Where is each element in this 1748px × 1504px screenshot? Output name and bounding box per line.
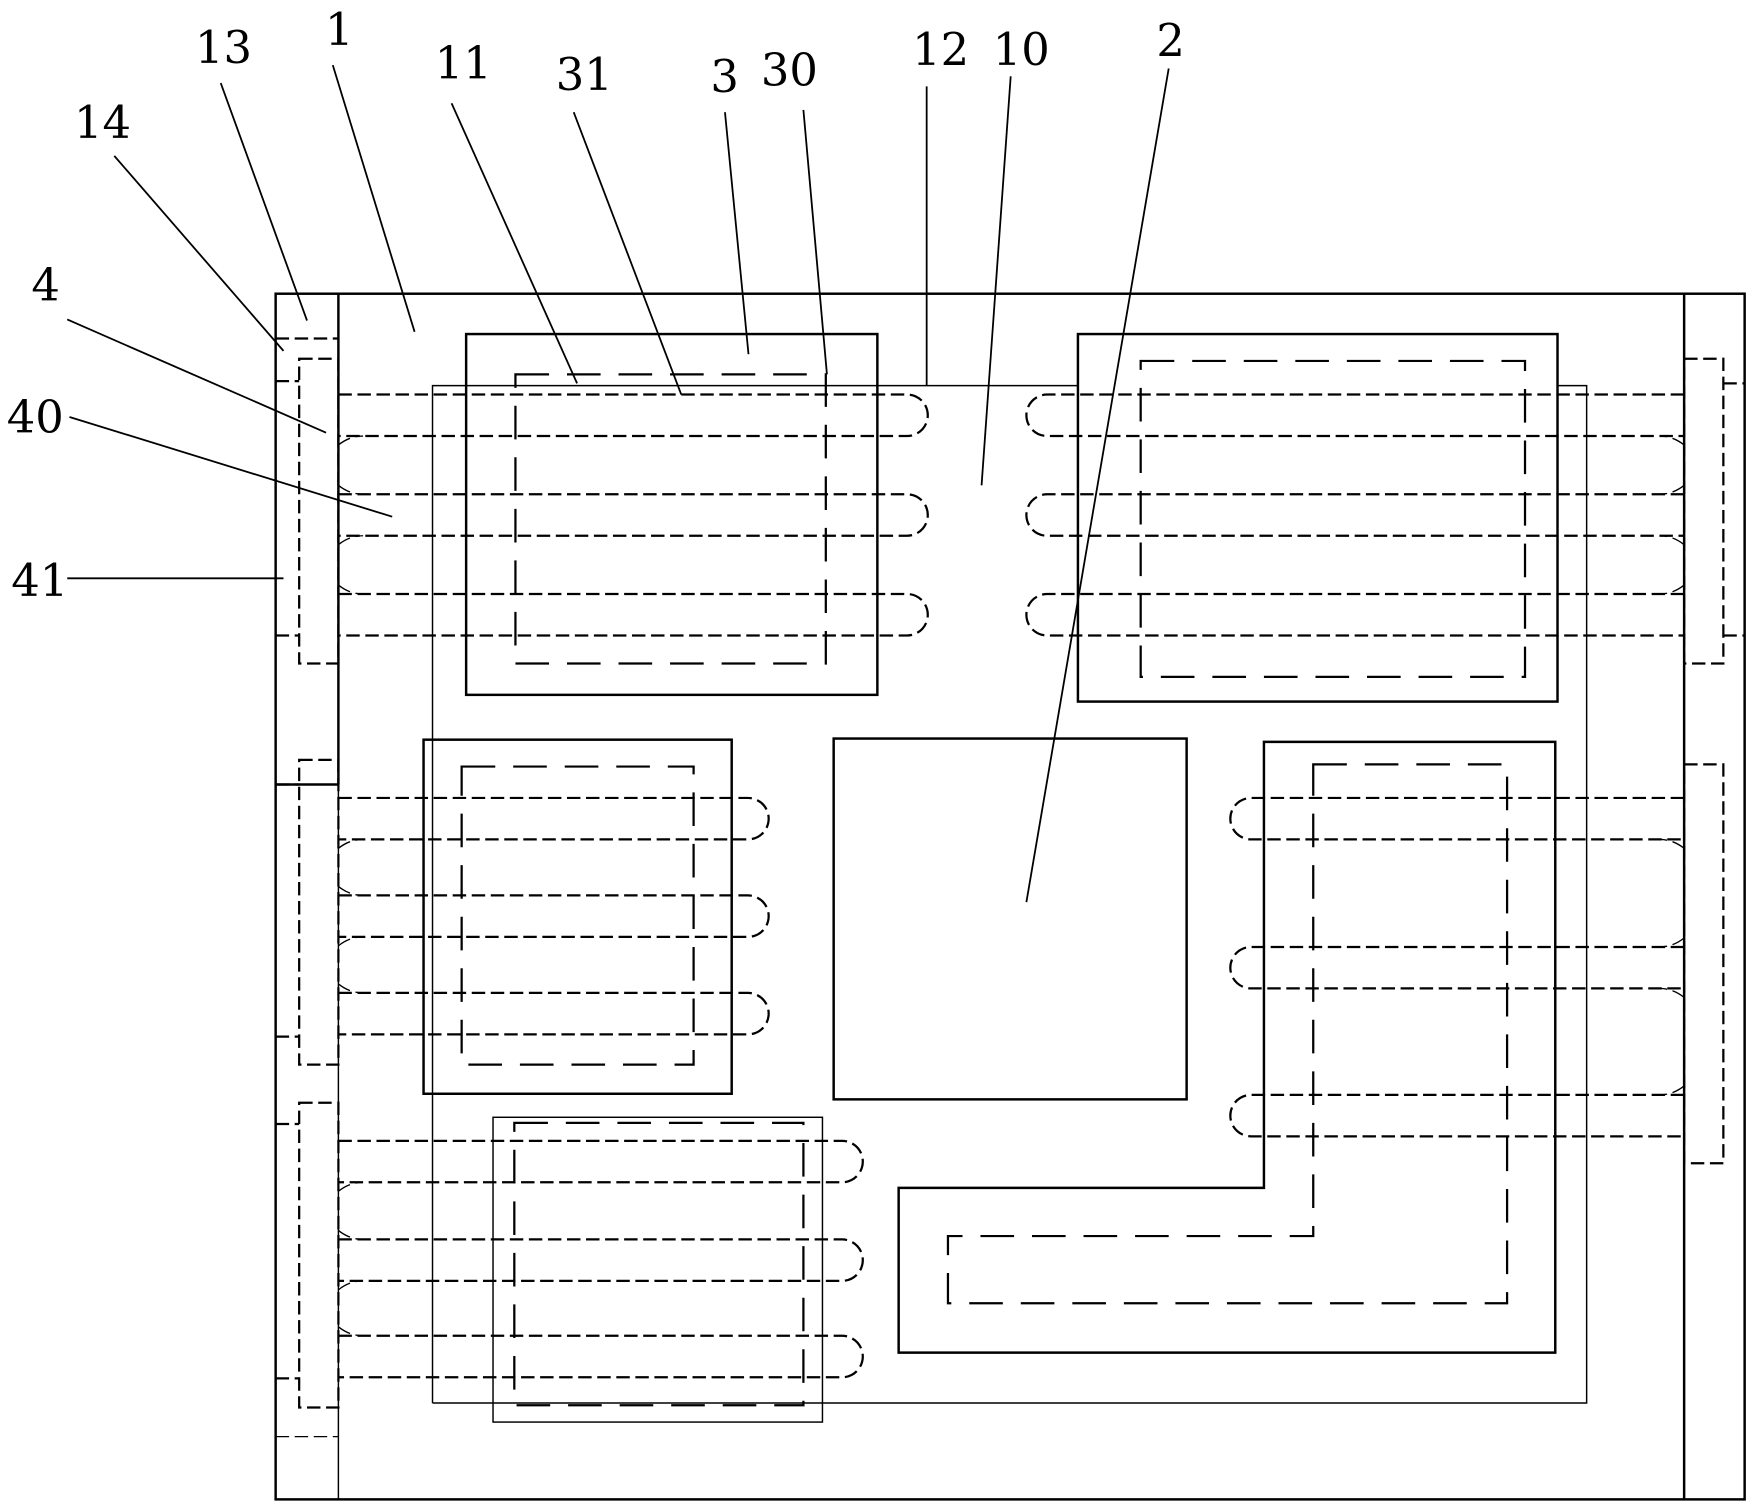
label-12: 12	[912, 23, 969, 76]
chip-top-right	[1076, 332, 1559, 703]
inner-board-right	[432, 384, 1588, 1404]
outer-frame	[274, 292, 1746, 1501]
heat-pipe-flare	[1659, 838, 1685, 948]
connector-right-1	[1683, 357, 1725, 665]
leader-3	[724, 112, 750, 355]
reference-labels: 13 1 14 11 31 3 30 12 10 2 4 40 41	[7, 3, 1185, 607]
heat-pipe-flare	[337, 838, 364, 897]
housing-frame	[274, 292, 1746, 1501]
leader-14	[113, 155, 285, 352]
heat-pipes	[337, 393, 1685, 1379]
heat-pipe-loop	[338, 393, 929, 438]
label-2: 2	[1156, 14, 1185, 67]
leader-11	[450, 102, 578, 384]
label-11: 11	[435, 37, 492, 90]
heat-pipe-loop	[338, 1334, 864, 1379]
heat-pipe-flare	[337, 1181, 364, 1241]
heat-pipe-loop	[338, 894, 770, 939]
heat-pipe-loop	[338, 796, 770, 841]
leader-30	[802, 109, 828, 375]
leader-4	[66, 318, 327, 434]
heatsink-top-left	[514, 373, 827, 665]
connectors	[275, 357, 1745, 1409]
heat-pipe-loop	[1229, 1093, 1685, 1138]
leader-1	[331, 64, 416, 333]
label-4: 4	[31, 258, 60, 311]
chip-top-left	[464, 332, 879, 697]
heat-pipe-loop	[1229, 945, 1685, 990]
heat-pipe-loop	[338, 1139, 864, 1184]
leader-2	[1025, 68, 1170, 903]
heat-pipe-flare	[337, 535, 364, 595]
heat-pipe-loop	[1025, 393, 1685, 438]
label-41: 41	[11, 554, 68, 607]
leader-31	[572, 111, 683, 395]
leader-10	[980, 76, 1012, 486]
components	[422, 332, 1559, 1423]
label-3: 3	[710, 50, 739, 103]
heat-pipe-flare	[337, 435, 364, 495]
heatsink-l-shaped	[946, 763, 1509, 1305]
heat-pipe-loop	[1025, 592, 1685, 637]
connector-right-2	[1683, 763, 1725, 1165]
heatsink-mid-left	[460, 765, 695, 1066]
heat-pipe-loop	[338, 493, 929, 537]
label-31: 31	[556, 48, 613, 101]
label-30: 30	[761, 43, 818, 96]
chip-l-shaped	[897, 740, 1557, 1354]
processor-2	[832, 737, 1188, 1101]
heat-pipe-loop	[338, 592, 929, 637]
heat-pipe-flare	[1659, 535, 1685, 595]
chip-bottom-left	[492, 1116, 824, 1423]
heat-pipe-loop	[1025, 493, 1685, 537]
heat-pipe-loop	[1229, 796, 1685, 841]
heatsink-top-right	[1139, 359, 1527, 679]
heatsink-bottom-left	[513, 1121, 805, 1407]
label-10: 10	[993, 23, 1050, 76]
heat-pipe-loop	[338, 1238, 864, 1283]
label-1: 1	[325, 3, 354, 56]
heat-pipe-flare	[337, 1280, 364, 1337]
inner-board-left	[431, 384, 931, 1404]
leader-40	[69, 416, 393, 518]
heat-pipe-flare	[1659, 435, 1685, 495]
leader-lines	[66, 64, 1170, 903]
heat-pipe-loop	[338, 991, 770, 1036]
connector-left-1	[298, 357, 340, 665]
leader-13	[219, 82, 308, 321]
connector-left-2	[298, 758, 340, 1066]
label-13: 13	[195, 21, 252, 74]
heat-pipe-flare	[1659, 987, 1685, 1096]
label-14: 14	[74, 96, 131, 149]
connector-left-3	[298, 1101, 340, 1409]
label-40: 40	[7, 391, 64, 444]
heat-pipe-flare	[337, 936, 364, 994]
chip-mid-left	[422, 738, 733, 1095]
